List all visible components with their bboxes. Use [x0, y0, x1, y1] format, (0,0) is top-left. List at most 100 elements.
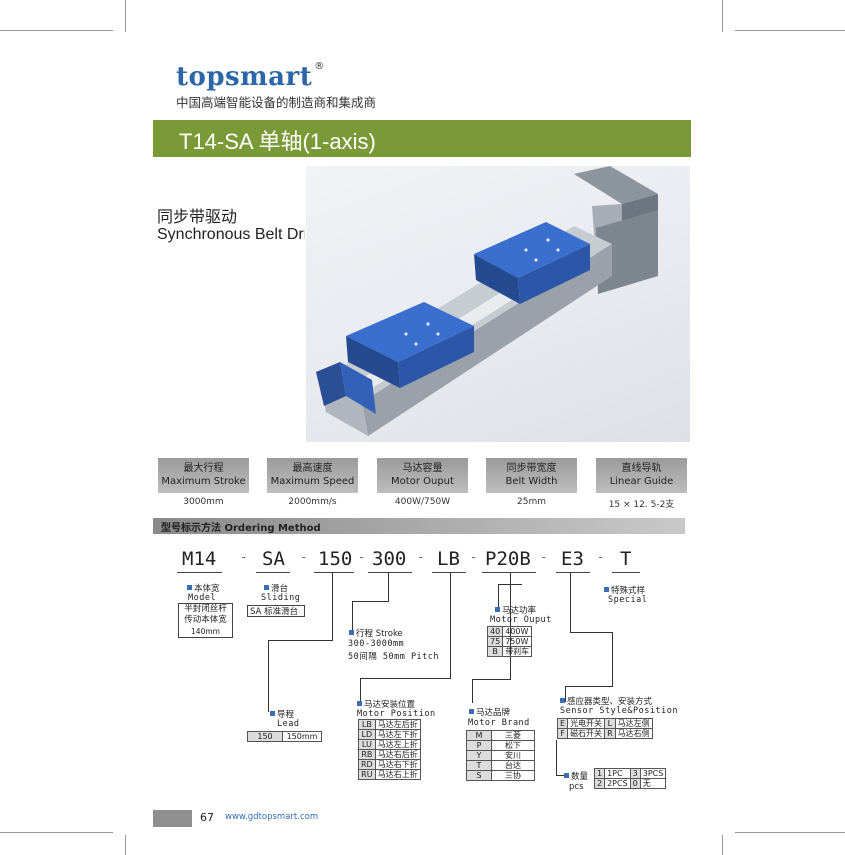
connector — [612, 632, 613, 686]
drive-type-en: Synchronous Belt Drive — [157, 226, 305, 243]
label-motor-brand-cn: 马达品牌 — [476, 708, 511, 718]
connector — [570, 632, 612, 633]
label-motor-position-en: Motor Position — [357, 709, 436, 719]
crop-mark — [722, 0, 723, 32]
connector — [565, 686, 613, 687]
bullet-icon — [187, 585, 192, 590]
code-separator: - — [417, 550, 425, 564]
connector — [556, 775, 566, 776]
label-motor-brand-en: Motor Brand — [468, 718, 530, 728]
connector — [450, 573, 451, 678]
ordering-heading-bar: 型号标示方法 Ordering Method — [153, 518, 685, 534]
label-lead-cn: 导程 — [277, 710, 295, 720]
footer-url[interactable]: www.gdtopsmart.com — [225, 812, 319, 822]
connector — [556, 740, 557, 775]
spec-value: 3000mm — [183, 497, 224, 507]
code-output: P20B — [485, 548, 531, 570]
code-separator: - — [358, 550, 366, 564]
code-underline — [256, 572, 290, 573]
code-underline — [368, 572, 412, 573]
code-position: LB — [437, 548, 460, 570]
crop-mark — [125, 0, 126, 32]
code-underline — [556, 572, 590, 573]
code-underline — [314, 572, 354, 573]
bullet-icon — [469, 709, 474, 714]
label-special-cn: 特殊式样 — [611, 586, 646, 596]
crop-mark — [722, 835, 723, 855]
brand-logo: topsmart® — [176, 61, 325, 92]
bullet-icon — [264, 585, 269, 590]
code-model: M14 — [182, 548, 217, 570]
stroke-pitch: 50间隔 50mm Pitch — [348, 652, 440, 662]
label-stroke: 行程 Stroke — [356, 629, 403, 639]
label-sliding-cn: 滑台 — [271, 584, 289, 594]
code-sliding: SA — [262, 548, 285, 570]
label-model-cn: 本体宽 — [194, 584, 220, 594]
connector — [565, 686, 566, 702]
spec-value: 2000mm/s — [288, 497, 337, 507]
connector — [360, 678, 361, 702]
code-separator: - — [540, 550, 548, 564]
code-separator: - — [597, 550, 605, 564]
connector — [268, 640, 269, 712]
code-separator: - — [300, 550, 308, 564]
connector — [360, 678, 451, 679]
label-special-en: Special — [608, 595, 648, 605]
sliding-box: SA 标准滑台 — [247, 605, 305, 617]
code-special: T — [620, 548, 632, 570]
connector — [268, 640, 333, 641]
connector — [352, 601, 389, 602]
code-lead: 150 — [318, 548, 353, 570]
brand-tagline: 中国高端智能设备的制造商和集成商 — [176, 95, 377, 110]
ordering-heading: 型号标示方法 Ordering Method — [161, 523, 321, 534]
code-underline — [177, 572, 222, 573]
code-underline — [432, 572, 466, 573]
crop-mark — [125, 835, 126, 855]
label-motor-position-cn: 马达安装位置 — [364, 700, 416, 710]
label-sensor-cn: 感应器类型、安装方式 — [567, 697, 653, 707]
connector — [332, 573, 333, 640]
drive-type-cn: 同步带驱动 — [157, 207, 238, 226]
stroke-range: 300-3000mm — [348, 639, 405, 649]
connector — [352, 601, 353, 632]
title-bar: T14-SA 单轴(1-axis) — [153, 120, 691, 157]
label-qty-en: pcs — [569, 782, 584, 792]
bullet-icon — [270, 711, 275, 716]
connector — [570, 573, 571, 632]
connector — [472, 679, 473, 703]
crop-mark — [735, 832, 845, 833]
page-title: T14-SA 单轴(1-axis) — [179, 129, 376, 154]
footer-bar — [153, 810, 192, 827]
connector — [388, 573, 389, 601]
label-qty-cn: 数量 — [571, 772, 589, 782]
bullet-icon — [604, 587, 609, 592]
code-separator: - — [240, 550, 248, 564]
bullet-icon — [560, 698, 565, 703]
bullet-icon — [357, 701, 362, 706]
